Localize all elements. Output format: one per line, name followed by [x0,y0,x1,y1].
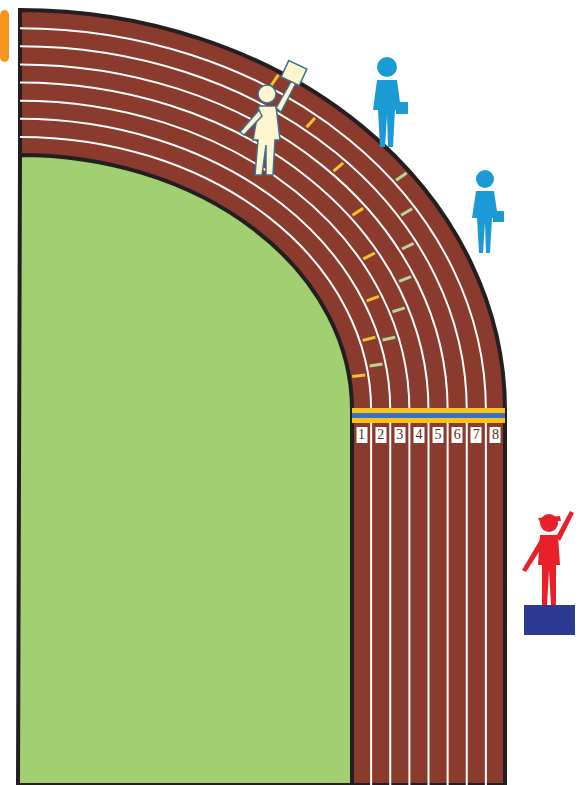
infield [18,155,352,785]
lane-line [20,83,429,785]
stagger-mark [383,337,396,340]
starter-platform [524,605,575,635]
stagger-mark [396,173,407,180]
lane-number: 2 [375,427,386,443]
stagger-mark [363,253,374,259]
lane-line [20,101,409,785]
stagger-marks [271,75,413,377]
lane-line [20,119,390,785]
lane-line [20,28,486,785]
judge-figure [373,57,408,147]
finish-band [352,418,505,423]
stagger-mark [271,75,278,85]
lane-number: 4 [413,427,424,443]
stagger-mark [399,277,411,282]
stagger-mark [363,337,376,340]
finish-band [352,408,505,413]
stagger-mark [367,296,379,300]
judge-figure [472,170,504,253]
lane-number: 8 [490,427,501,443]
lane-number: 1 [356,427,367,443]
lane-number: 3 [394,427,405,443]
stagger-mark [402,243,414,249]
stagger-mark [307,118,315,127]
lane-number: 6 [452,427,463,443]
stagger-mark [392,308,404,312]
stagger-mark [370,364,383,366]
lane-number: 5 [433,427,444,443]
official-figure [240,61,307,175]
stagger-mark [353,208,364,215]
lane-line [20,137,371,785]
starter-figure [522,511,574,605]
stagger-mark [352,375,365,377]
stagger-mark [334,163,344,171]
lane-lines [20,28,486,785]
lane-number: 7 [471,427,482,443]
stagger-mark [401,209,412,215]
finish-band [352,413,505,418]
orange-tab [0,10,9,62]
